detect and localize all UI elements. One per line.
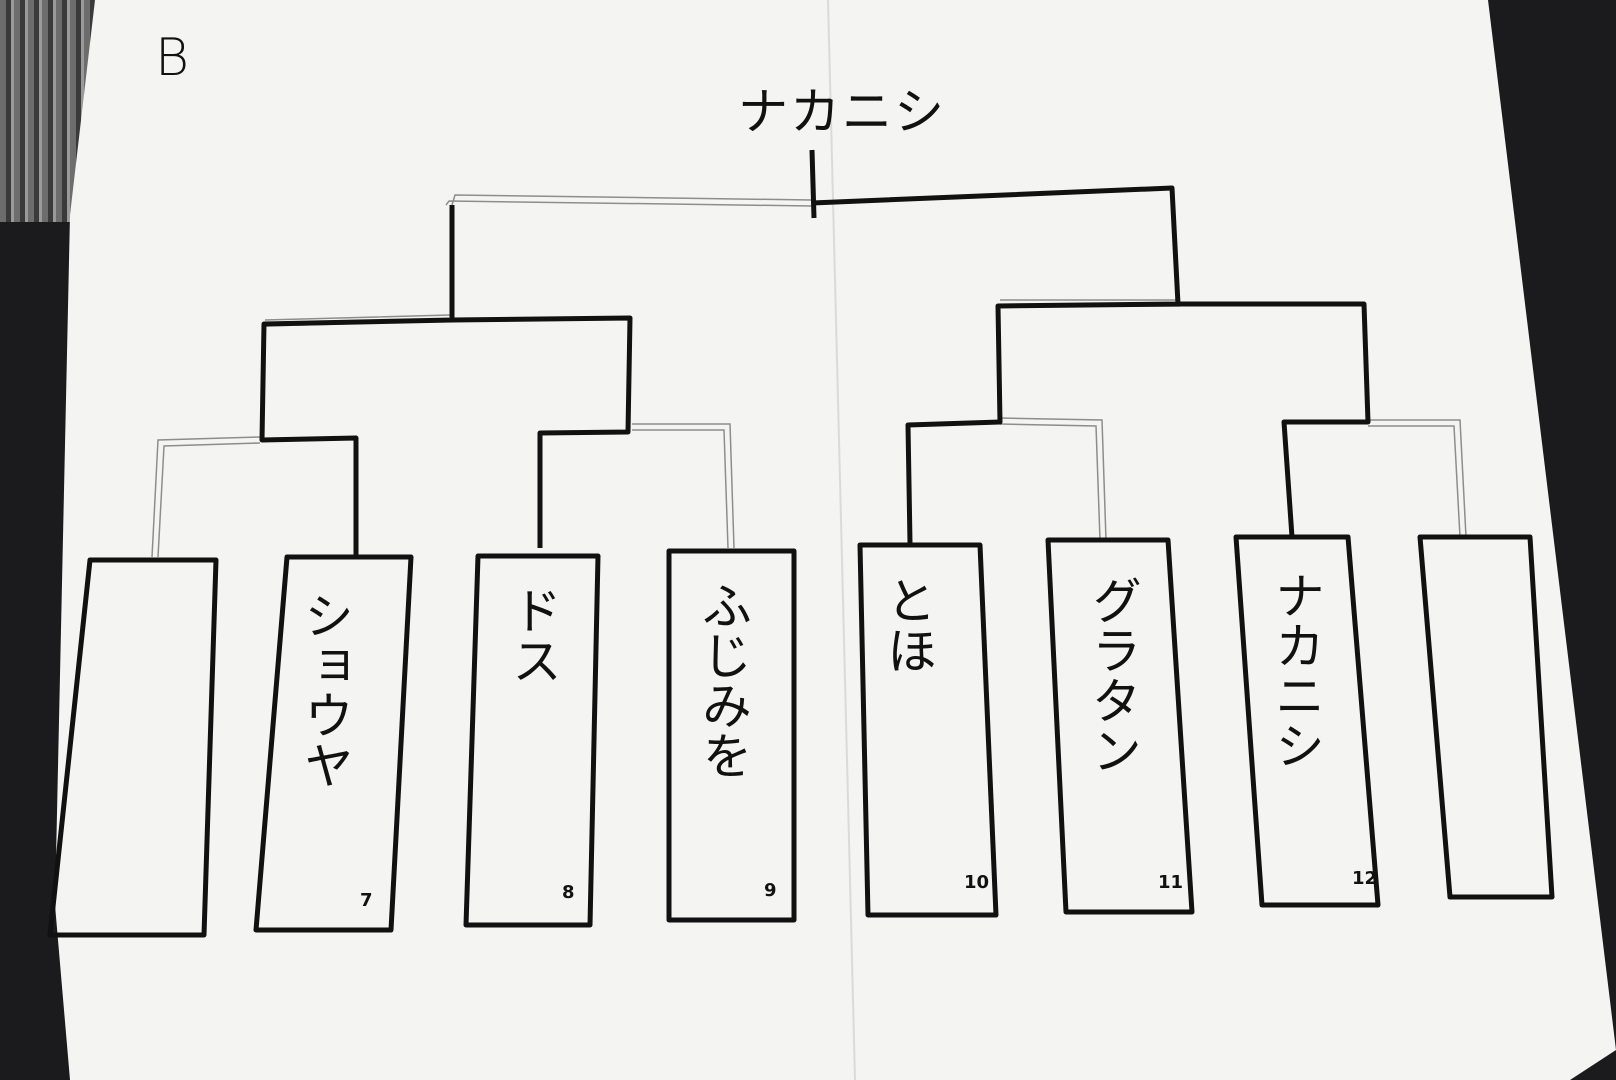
entrant-name-3: ドス	[504, 585, 562, 685]
entrant-name-5: とほ	[879, 575, 937, 675]
entrant-number-7: 12	[1352, 868, 1378, 889]
paper	[55, 0, 1616, 1080]
entrant-box	[1233, 534, 1381, 908]
paper-fold	[827, 0, 856, 1080]
entrant-box	[666, 548, 797, 923]
winner-path-lines	[259, 149, 1371, 557]
entrant-name-4: ふじみを	[694, 580, 752, 780]
entrant-number-4: 9	[764, 880, 777, 901]
entrant-name-7: ナカニシ	[1267, 570, 1325, 770]
entrant-name-6: グラタン	[1084, 575, 1142, 775]
entrant-box	[857, 542, 999, 918]
entrant-boxes	[47, 534, 1555, 938]
winner-name: ナカニシ	[738, 83, 946, 141]
entrant-box	[47, 557, 219, 938]
entrant-number-2: 7	[360, 890, 373, 911]
entrant-number-3: 8	[562, 882, 575, 903]
entrant-box	[253, 554, 414, 933]
entrant-box	[1045, 537, 1195, 915]
entrant-box	[1417, 534, 1555, 900]
entrant-name-2: ショウヤ	[296, 590, 354, 790]
group-label: B	[155, 28, 190, 88]
entrant-number-5: 10	[964, 872, 990, 893]
entrant-number-6: 11	[1158, 872, 1184, 893]
entrant-box	[463, 553, 601, 928]
